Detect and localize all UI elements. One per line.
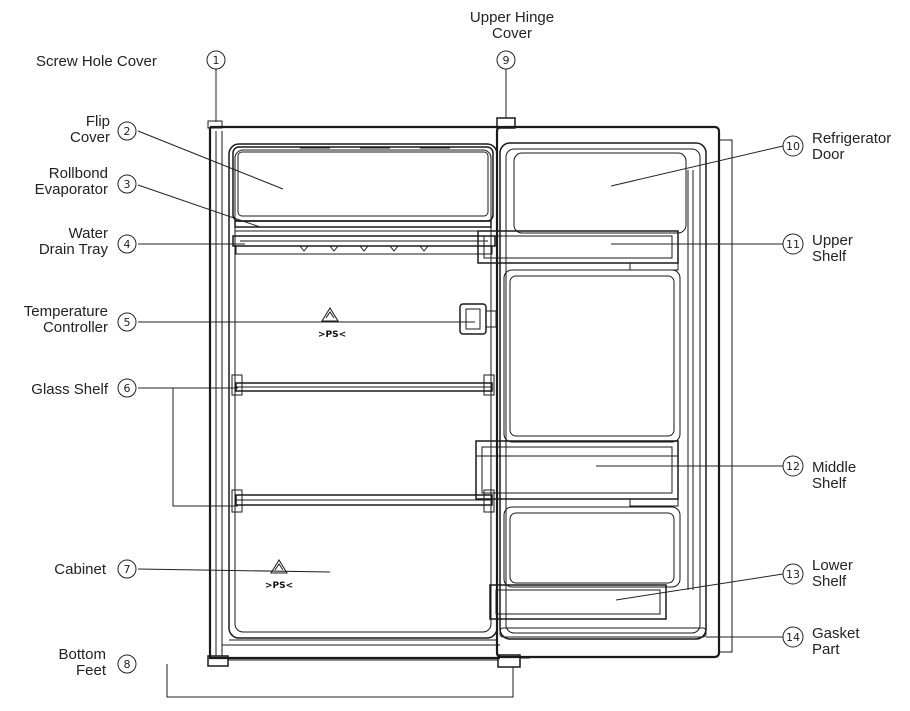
svg-text:Bottom: Bottom	[58, 646, 106, 663]
svg-text:Glass Shelf: Glass Shelf	[31, 381, 109, 398]
svg-text:Rollbond: Rollbond	[49, 165, 108, 182]
callout-rollbond-evaporator: 3 Rollbond Evaporator	[35, 165, 137, 198]
upper-door-shelf	[477, 230, 679, 271]
callout-refrigerator-door: 10 Refrigerator Door	[782, 130, 891, 163]
svg-text:Drain Tray: Drain Tray	[39, 241, 109, 258]
bottom-feet	[207, 654, 530, 668]
freezer-flip-cover	[232, 146, 494, 222]
svg-text:Shelf: Shelf	[812, 573, 847, 590]
recycle-mark-upper: >PS<	[318, 307, 346, 340]
svg-text:Evaporator: Evaporator	[35, 181, 108, 198]
callout-middle-shelf: 12 Middle Shelf	[782, 455, 856, 492]
svg-text:10: 10	[786, 140, 800, 153]
svg-text:Refrigerator: Refrigerator	[812, 130, 891, 147]
lower-door-shelf	[489, 584, 667, 620]
svg-text:Temperature: Temperature	[24, 303, 108, 320]
callout-cabinet: 7 Cabinet	[54, 559, 137, 579]
recycle-mark-lower: >PS<	[265, 559, 293, 591]
callout-upper-hinge-cover: 9 Upper Hinge Cover	[470, 9, 554, 70]
svg-text:Water: Water	[69, 225, 108, 242]
material-mark-upper: >PS<	[318, 330, 346, 340]
water-drain-tray	[232, 235, 496, 255]
svg-text:Cover: Cover	[70, 129, 110, 146]
svg-text:Part: Part	[812, 641, 840, 658]
svg-text:1: 1	[213, 54, 220, 67]
callout-flip-cover: 2 Flip Cover	[70, 113, 137, 146]
svg-text:13: 13	[786, 568, 800, 581]
svg-text:Gasket: Gasket	[812, 625, 860, 642]
svg-text:8: 8	[124, 658, 131, 671]
door-gasket	[499, 627, 707, 638]
svg-text:2: 2	[124, 125, 131, 138]
callout-upper-shelf: 11 Upper Shelf	[782, 232, 853, 265]
svg-text:7: 7	[124, 563, 131, 576]
leader-lines	[137, 69, 784, 698]
svg-text:Door: Door	[812, 146, 845, 163]
svg-text:5: 5	[124, 316, 131, 329]
svg-text:Cover: Cover	[492, 25, 532, 42]
svg-text:Lower: Lower	[812, 557, 853, 574]
svg-text:11: 11	[786, 238, 800, 251]
svg-text:Middle: Middle	[812, 459, 856, 476]
material-mark-lower: >PS<	[265, 581, 293, 591]
temperature-controller	[459, 303, 497, 335]
svg-text:14: 14	[786, 631, 800, 644]
svg-text:Cabinet: Cabinet	[54, 561, 107, 578]
svg-text:Shelf: Shelf	[812, 475, 847, 492]
callout-lower-shelf: 13 Lower Shelf	[782, 557, 853, 590]
rollbond-evaporator	[234, 220, 492, 232]
svg-text:6: 6	[124, 382, 131, 395]
refrigerator-door	[495, 117, 733, 659]
callout-temperature-controller: 5 Temperature Controller	[24, 303, 137, 336]
callout-water-drain-tray: 4 Water Drain Tray	[39, 225, 137, 258]
svg-text:9: 9	[503, 54, 510, 67]
svg-text:4: 4	[124, 238, 131, 251]
svg-text:Shelf: Shelf	[812, 248, 847, 265]
svg-text:12: 12	[786, 460, 800, 473]
svg-text:Flip: Flip	[86, 113, 110, 130]
svg-text:Feet: Feet	[76, 662, 107, 679]
callout-screw-hole-cover: 1 Screw Hole Cover	[36, 50, 226, 70]
svg-text:3: 3	[124, 178, 131, 191]
glass-shelf	[231, 374, 495, 513]
svg-text:Upper Hinge: Upper Hinge	[470, 9, 554, 26]
callout-glass-shelf: 6 Glass Shelf	[31, 378, 137, 398]
svg-text:Upper: Upper	[812, 232, 853, 249]
callout-circle-1	[206, 50, 226, 70]
middle-door-shelf	[475, 440, 679, 507]
callout-gasket-part: 14 Gasket Part	[782, 625, 860, 658]
callout-bottom-feet: 8 Bottom Feet	[58, 646, 137, 679]
cabinet-body	[207, 120, 500, 660]
svg-text:Controller: Controller	[43, 319, 108, 336]
svg-text:Screw Hole Cover: Screw Hole Cover	[36, 53, 157, 70]
